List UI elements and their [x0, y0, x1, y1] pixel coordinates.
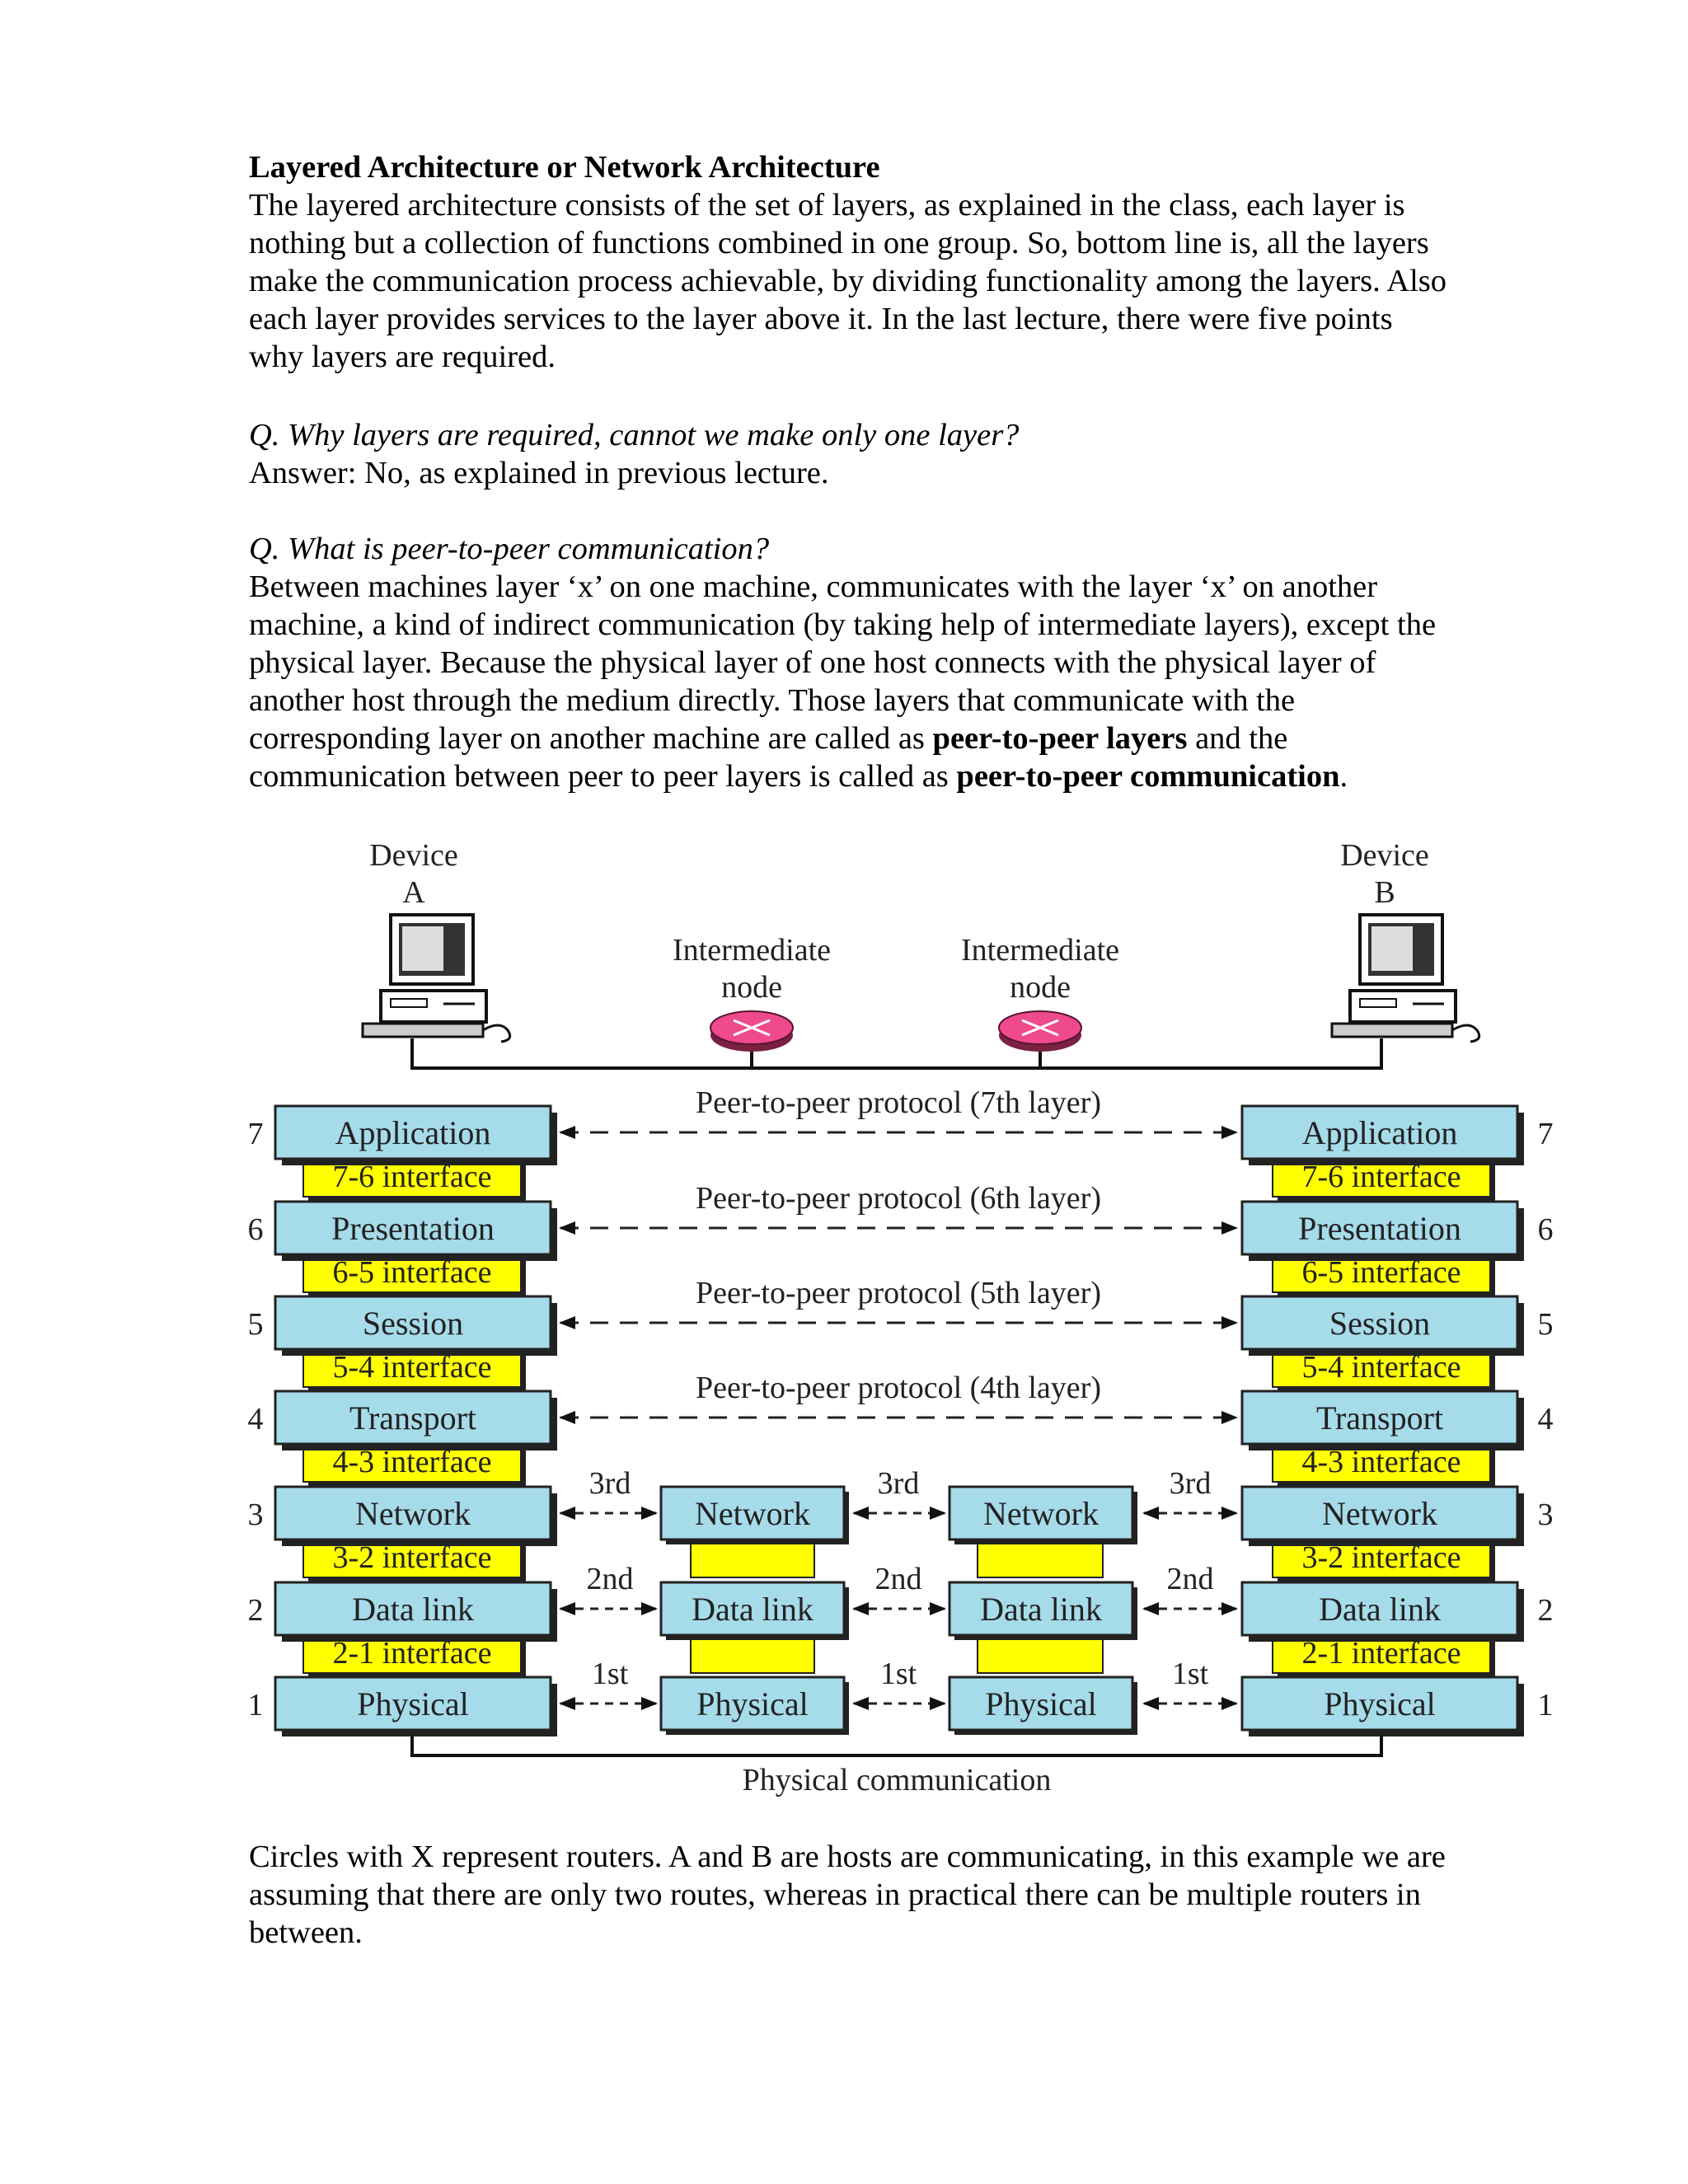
hop-label: 3rd: [878, 1466, 920, 1501]
layer-number-left: 2: [248, 1593, 264, 1628]
layer-b-4-label: Network: [1322, 1495, 1437, 1532]
intermediate-node-2-label: Intermediate: [961, 933, 1119, 968]
layer-r1-5-label: Data link: [692, 1591, 814, 1628]
layer-b-2-label: Session: [1329, 1305, 1430, 1342]
layer-a-1-label: Presentation: [331, 1210, 495, 1247]
layer-b-1-label: Presentation: [1298, 1210, 1461, 1247]
layer-b-3-label: Transport: [1316, 1399, 1443, 1436]
intermediate-node-2-sub: node: [1010, 970, 1071, 1005]
layer-a-3-label: Transport: [349, 1399, 476, 1436]
computer-icon-device-b: [1332, 915, 1479, 1042]
device-b-letter: B: [1374, 875, 1395, 910]
hop-label: 2nd: [875, 1562, 922, 1596]
layer-a-5-label: Data link: [352, 1591, 474, 1628]
layer-number-left: 5: [248, 1307, 264, 1342]
computer-icon-device-a: [363, 915, 510, 1042]
layer-number-left: 4: [248, 1402, 264, 1436]
hop-label: 3rd: [589, 1466, 631, 1501]
layer-number-right: 2: [1538, 1593, 1554, 1628]
layer-number-right: 6: [1538, 1212, 1554, 1247]
layer-a-0-label: Application: [335, 1114, 491, 1151]
layer-r1-6-label: Physical: [696, 1685, 809, 1722]
hop-label: 1st: [592, 1657, 629, 1691]
layer-number-right: 3: [1538, 1497, 1554, 1532]
hop-label: 1st: [1172, 1657, 1209, 1691]
layer-b-6-label: Physical: [1324, 1685, 1436, 1722]
layer-number-right: 4: [1538, 1402, 1554, 1436]
top-network-line: [412, 1038, 1381, 1068]
layer-b-0-label: Application: [1302, 1114, 1458, 1151]
hop-label: 1st: [880, 1657, 917, 1691]
layer-b-5-label: Data link: [1319, 1591, 1441, 1628]
intermediate-node-1-sub: node: [721, 970, 782, 1005]
router-icon-1: [710, 1011, 793, 1052]
peer-protocol-label: Peer-to-peer protocol (6th layer): [696, 1181, 1101, 1216]
hop-label: 2nd: [587, 1562, 634, 1596]
layer-number-left: 1: [248, 1688, 264, 1722]
router-icon-2: [999, 1011, 1081, 1052]
peer-protocol-label: Peer-to-peer protocol (7th layer): [696, 1085, 1101, 1120]
layer-r1-4-label: Network: [695, 1495, 810, 1532]
layer-number-left: 6: [248, 1212, 264, 1247]
layer-a-6-label: Physical: [357, 1685, 469, 1722]
layer-r2-6-label: Physical: [985, 1685, 1097, 1722]
layer-r2-4-label: Network: [983, 1495, 1099, 1532]
intermediate-node-1-label: Intermediate: [673, 933, 831, 968]
layer-number-left: 3: [248, 1497, 264, 1532]
peer-protocol-label: Peer-to-peer protocol (4th layer): [696, 1371, 1101, 1405]
physical-communication-label: Physical communication: [743, 1763, 1052, 1797]
layer-a-2-label: Session: [363, 1305, 463, 1342]
layer-number-right: 1: [1538, 1688, 1554, 1722]
layer-a-4-label: Network: [355, 1495, 471, 1532]
device-a-label: Device: [369, 838, 458, 873]
layer-number-right: 5: [1538, 1307, 1554, 1342]
peer-protocol-label: Peer-to-peer protocol (5th layer): [696, 1276, 1101, 1310]
layer-r2-5-label: Data link: [980, 1591, 1102, 1628]
bottom-medium-line: [412, 1731, 1381, 1755]
layer-number-left: 7: [248, 1117, 264, 1151]
layer-number-right: 7: [1538, 1117, 1554, 1151]
device-a-letter: A: [402, 875, 425, 910]
hop-label: 2nd: [1167, 1562, 1214, 1596]
device-b-label: Device: [1340, 838, 1429, 873]
hop-label: 3rd: [1170, 1466, 1212, 1501]
